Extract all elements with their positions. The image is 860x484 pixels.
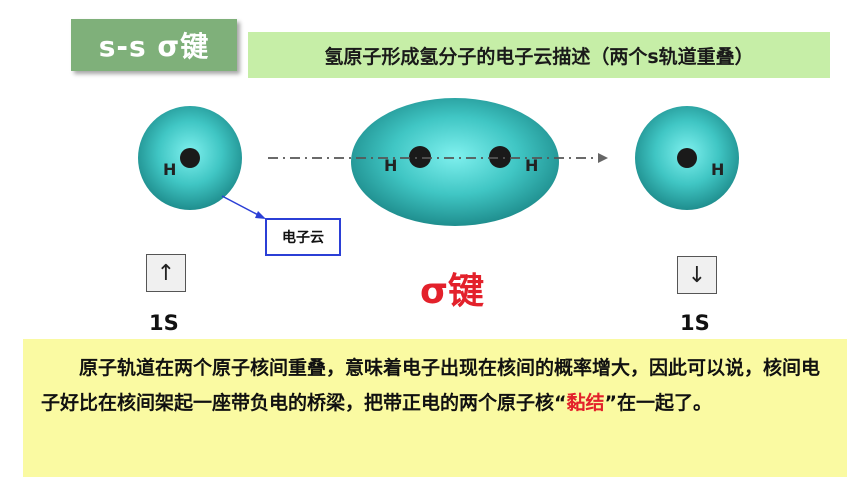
slide-title: s-s σ键 bbox=[71, 19, 237, 71]
explanation-text: 原子轨道在两个原子核间重叠，意味着电子出现在核间的概率增大，因此可以说，核间电子… bbox=[41, 357, 821, 414]
sigma-bond-label: σ键 bbox=[420, 271, 485, 312]
spin-up-arrow-icon: ↑ bbox=[156, 260, 176, 286]
left-nucleus bbox=[180, 148, 200, 168]
right-atom-label: H bbox=[711, 160, 725, 179]
right-orbital-label: 1S bbox=[680, 311, 710, 335]
left-spin-box: ↑ bbox=[146, 254, 186, 292]
highlight-term: 黏结 bbox=[566, 392, 605, 414]
slide-subtitle: 氢原子形成氢分子的电子云描述（两个s轨道重叠） bbox=[248, 32, 830, 78]
explanation-ending: 在一起了。 bbox=[617, 392, 713, 414]
left-atom-label: H bbox=[163, 160, 177, 179]
left-orbital-label: 1S bbox=[149, 311, 179, 335]
molecule-nucleus-right bbox=[489, 146, 511, 168]
molecule-nucleus-left bbox=[409, 146, 431, 168]
quote-open: “ bbox=[554, 392, 567, 414]
cloud-callout-arrowhead bbox=[255, 211, 266, 219]
electron-cloud-callout: 电子云 bbox=[265, 218, 341, 256]
molecule-atom-label-right: H bbox=[525, 156, 539, 175]
right-nucleus bbox=[677, 148, 697, 168]
right-spin-box: ↓ bbox=[677, 256, 717, 294]
spin-down-arrow-icon: ↓ bbox=[687, 262, 707, 288]
molecule-electron-cloud bbox=[351, 98, 559, 226]
quote-close: ” bbox=[604, 392, 618, 414]
explanation-panel: 原子轨道在两个原子核间重叠，意味着电子出现在核间的概率增大，因此可以说，核间电子… bbox=[23, 339, 847, 477]
bond-axis-arrowhead bbox=[598, 153, 608, 163]
molecule-atom-label-left: H bbox=[384, 156, 398, 175]
